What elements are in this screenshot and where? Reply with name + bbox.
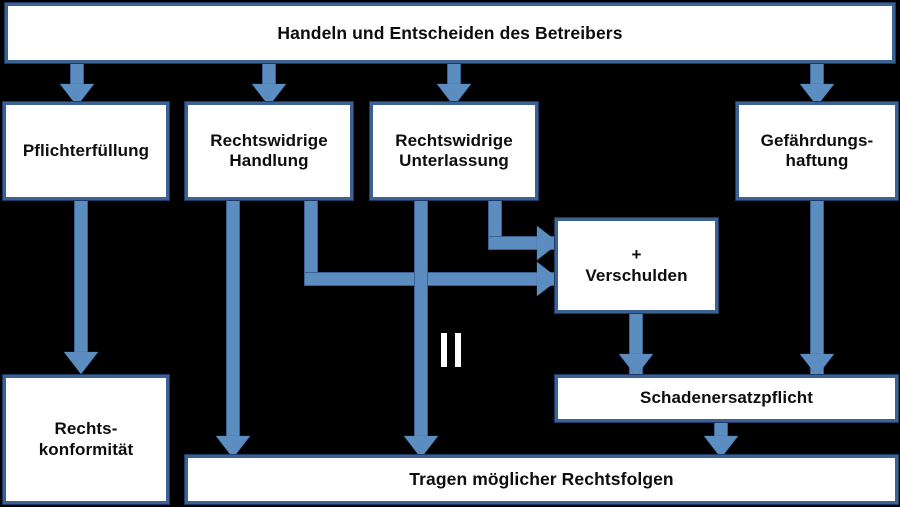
connector-rw-unterlassung-to-rechtsfolgen bbox=[414, 198, 428, 440]
node-gefaehrdungshaftung[interactable]: Gefährdungs- haftung bbox=[735, 101, 899, 201]
pause-mark-right bbox=[455, 333, 461, 367]
arrowhead-root-to-pflichterfuellung bbox=[60, 84, 94, 106]
node-schadenersatzpflicht-label: Schadenersatzpflicht bbox=[640, 388, 813, 408]
node-rechtskonformitaet-label: Rechts- konformität bbox=[38, 419, 134, 459]
node-rechtsfolgen-label: Tragen möglicher Rechtsfolgen bbox=[409, 469, 674, 490]
node-rechtsfolgen[interactable]: Tragen möglicher Rechtsfolgen bbox=[184, 454, 899, 505]
node-gefaehrdungshaftung-label: Gefährdungs- haftung bbox=[760, 130, 874, 170]
arrowhead-rw-handlung-to-verschulden bbox=[537, 262, 559, 296]
node-root[interactable]: Handeln und Entscheiden des Betreibers bbox=[4, 2, 896, 64]
node-rechtswidrige-unterlassung-label: Rechtswidrige Unterlassung bbox=[395, 130, 513, 170]
connector-pflichterfuellung-to-rechtskonformitaet bbox=[74, 198, 88, 358]
node-verschulden-label: + Verschulden bbox=[585, 245, 688, 285]
arrowhead-root-to-gefaehrdungshaftung bbox=[800, 84, 834, 106]
arrowhead-schadenersatzpflicht-to-rechtsfolgen bbox=[704, 436, 738, 458]
node-pflichterfuellung-label: Pflichterfüllung bbox=[22, 140, 150, 160]
arrowhead-verschulden-to-schadenersatzpflicht bbox=[619, 354, 653, 376]
node-verschulden[interactable]: + Verschulden bbox=[554, 217, 719, 314]
connector-rw-handlung-to-rechtsfolgen bbox=[226, 198, 240, 440]
node-rechtswidrige-handlung-label: Rechtswidrige Handlung bbox=[210, 130, 328, 170]
node-rechtskonformitaet[interactable]: Rechts- konformität bbox=[2, 374, 170, 505]
arrowhead-root-to-rw-unterlassung bbox=[437, 84, 471, 106]
arrowhead-root-to-rw-handlung bbox=[252, 84, 286, 106]
connector-rw-handlung-right-to-verschulden bbox=[304, 272, 559, 286]
arrowhead-pflichterfuellung-to-rechtskonformitaet bbox=[64, 352, 98, 374]
node-rechtswidrige-unterlassung[interactable]: Rechtswidrige Unterlassung bbox=[369, 101, 539, 201]
node-pflichterfuellung[interactable]: Pflichterfüllung bbox=[2, 101, 170, 201]
connector-gefaehrdungshaftung-to-schadenersatzpflicht bbox=[810, 198, 824, 376]
arrowhead-rw-unterlassung-to-rechtsfolgen bbox=[404, 436, 438, 458]
node-root-label: Handeln und Entscheiden des Betreibers bbox=[277, 22, 623, 43]
arrowhead-gefaehrdungshaftung-to-schadenersatzpflicht bbox=[800, 354, 834, 376]
node-rechtswidrige-handlung[interactable]: Rechtswidrige Handlung bbox=[184, 101, 354, 201]
pause-mark-left bbox=[441, 333, 447, 367]
node-schadenersatzpflicht[interactable]: Schadenersatzpflicht bbox=[554, 374, 899, 423]
arrowhead-rw-handlung-to-rechtsfolgen bbox=[216, 436, 250, 458]
arrowhead-rw-unterlassung-to-verschulden bbox=[537, 226, 559, 260]
